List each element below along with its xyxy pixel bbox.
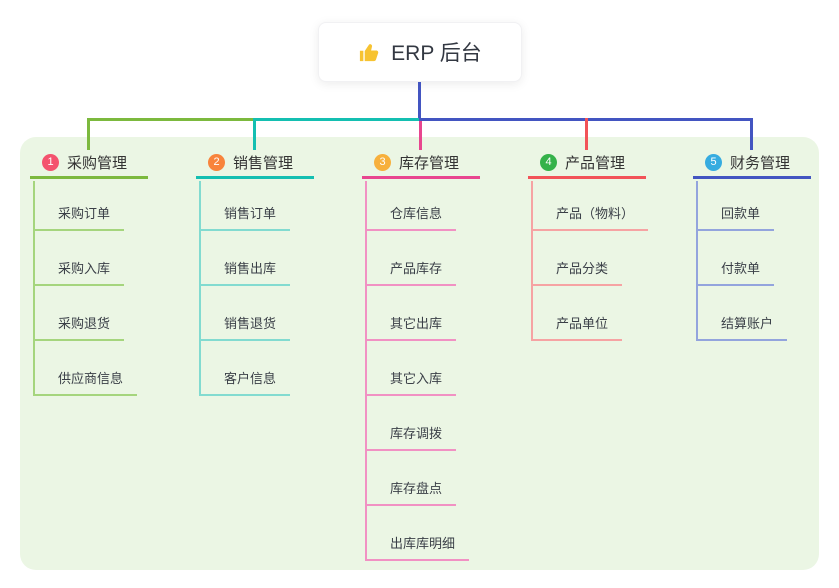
branch-node-3[interactable]: 3 库存管理 xyxy=(362,148,480,179)
child-node[interactable]: 其它入库 xyxy=(365,366,457,396)
child-node[interactable]: 销售订单 xyxy=(199,201,291,231)
branch-node-5[interactable]: 5 财务管理 xyxy=(693,148,811,179)
child-node[interactable]: 采购订单 xyxy=(33,201,125,231)
child-node[interactable]: 库存调拨 xyxy=(365,421,457,451)
child-node-label: 库存调拨 xyxy=(390,426,443,441)
connector-drop xyxy=(419,121,422,150)
child-node[interactable]: 出库库明细 xyxy=(365,531,470,561)
child-node-label: 结算账户 xyxy=(721,316,774,331)
child-node-label: 产品单位 xyxy=(556,316,609,331)
branch-node-4[interactable]: 4 产品管理 xyxy=(528,148,646,179)
child-node-label: 销售订单 xyxy=(224,206,277,221)
connector-drop xyxy=(253,118,256,150)
child-node[interactable]: 仓库信息 xyxy=(365,201,457,231)
child-node-label: 采购退货 xyxy=(58,316,111,331)
child-node[interactable]: 客户信息 xyxy=(199,366,291,396)
branch-node-2[interactable]: 2 销售管理 xyxy=(196,148,314,179)
child-node-label: 采购订单 xyxy=(58,206,111,221)
branch-spine-line xyxy=(531,181,533,341)
child-node[interactable]: 产品（物料） xyxy=(531,201,649,231)
child-node[interactable]: 销售退货 xyxy=(199,311,291,341)
child-node-label: 销售退货 xyxy=(224,316,277,331)
thumbs-up-icon xyxy=(358,41,381,64)
child-node-label: 客户信息 xyxy=(224,371,277,386)
child-node-label: 产品分类 xyxy=(556,261,609,276)
branch-spine-line xyxy=(199,181,201,396)
child-node[interactable]: 产品库存 xyxy=(365,256,457,286)
root-node-label: ERP 后台 xyxy=(391,42,482,65)
child-node-label: 回款单 xyxy=(721,206,761,221)
connector-drop xyxy=(585,118,588,150)
child-node-label: 销售出库 xyxy=(224,261,277,276)
connector-drop xyxy=(87,118,90,150)
child-node-label: 其它出库 xyxy=(390,316,443,331)
connector-bus-segment xyxy=(254,118,419,121)
child-node[interactable]: 库存盘点 xyxy=(365,476,457,506)
child-node-label: 产品库存 xyxy=(390,261,443,276)
child-node[interactable]: 产品单位 xyxy=(531,311,623,341)
child-node-label: 付款单 xyxy=(721,261,761,276)
branch-index-badge: 4 xyxy=(540,153,557,171)
child-node-label: 出库库明细 xyxy=(390,536,456,551)
child-node-label: 供应商信息 xyxy=(58,371,124,386)
branch-index-badge: 3 xyxy=(374,153,391,171)
child-node[interactable]: 结算账户 xyxy=(696,311,788,341)
branch-index-badge: 1 xyxy=(42,153,59,171)
branch-title: 产品管理 xyxy=(565,154,626,172)
branch-index-badge: 5 xyxy=(705,153,722,171)
branches-panel xyxy=(20,137,819,570)
branch-title: 销售管理 xyxy=(233,154,294,172)
branch-spine-line xyxy=(33,181,35,396)
child-node[interactable]: 其它出库 xyxy=(365,311,457,341)
child-node-label: 库存盘点 xyxy=(390,481,443,496)
child-node[interactable]: 销售出库 xyxy=(199,256,291,286)
child-node-label: 产品（物料） xyxy=(556,206,635,221)
child-node[interactable]: 采购入库 xyxy=(33,256,125,286)
branch-node-1[interactable]: 1 采购管理 xyxy=(30,148,148,179)
connector-bus-segment xyxy=(87,118,254,121)
child-node-label: 采购入库 xyxy=(58,261,111,276)
root-stem-line xyxy=(418,82,421,121)
branch-title: 财务管理 xyxy=(730,154,791,172)
child-node-label: 仓库信息 xyxy=(390,206,443,221)
branch-index-badge: 2 xyxy=(208,153,225,171)
branch-title: 库存管理 xyxy=(399,154,460,172)
child-node-label: 其它入库 xyxy=(390,371,443,386)
child-node[interactable]: 供应商信息 xyxy=(33,366,138,396)
child-node[interactable]: 采购退货 xyxy=(33,311,125,341)
branch-spine-line xyxy=(696,181,698,341)
child-node[interactable]: 付款单 xyxy=(696,256,775,286)
child-node[interactable]: 回款单 xyxy=(696,201,775,231)
child-node[interactable]: 产品分类 xyxy=(531,256,623,286)
root-node[interactable]: ERP 后台 xyxy=(318,22,522,82)
branch-spine-line xyxy=(365,181,367,561)
branch-title: 采购管理 xyxy=(67,154,128,172)
connector-drop xyxy=(750,118,753,150)
